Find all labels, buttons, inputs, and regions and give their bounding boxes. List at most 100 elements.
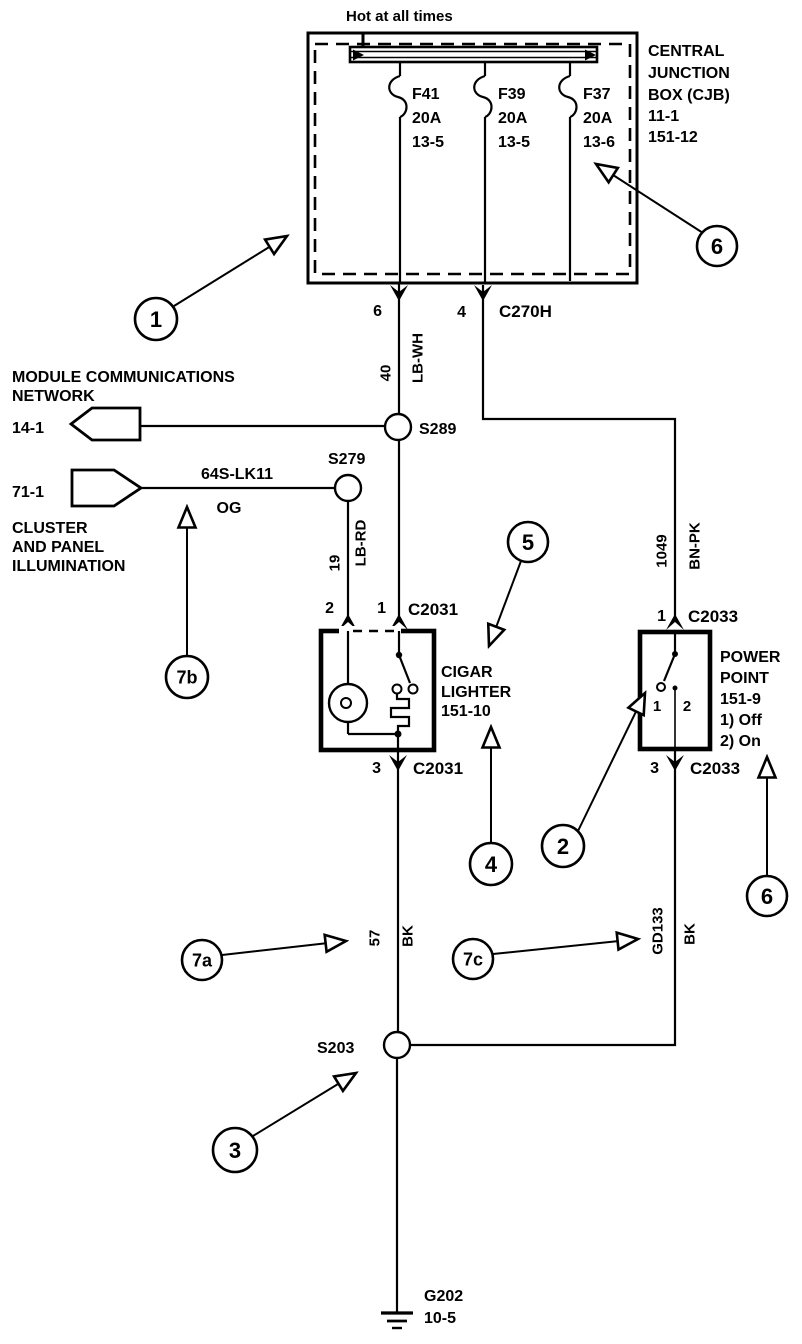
circuit-number: 64S-LK11 [201,466,273,483]
pin-arrow-up-icon [666,614,684,630]
connector-label: C2033 [690,759,740,778]
bus-bar-body [348,45,599,64]
ground-ref: 10-5 [424,1310,456,1327]
cjb-label-line: 11-1 [648,108,679,125]
ground-id: G202 [424,1288,463,1305]
wire-color: LB-RD [352,520,369,567]
callout-circle [506,520,550,564]
connector-label: C2031 [408,600,458,619]
ref-label-line: AND PANEL [12,539,104,556]
fuse-id: F39 [498,86,526,103]
splice-circle [382,1030,412,1060]
cjb-label-line: 151-12 [648,129,698,146]
component-label-line: 1) Off [720,712,762,729]
switch-contact-off [656,682,666,692]
wire-color: BK [681,923,698,945]
callout-number: 2 [557,834,569,859]
switch-arm-icon [397,654,412,684]
ref-label-line: NETWORK [12,388,95,405]
callout-number: 7b [176,667,197,687]
pin-number: 4 [457,304,466,321]
wire-40-lb-wh: 40 LB-WH [377,283,426,616]
connector-label: C270H [499,302,552,321]
pin-number: 1 [657,608,666,625]
component-label-line: 151-9 [720,691,761,708]
ref-page: 14-1 [12,420,44,437]
callout-number: 7c [463,949,483,969]
callout-circle [180,938,224,982]
splice-label: S279 [328,451,365,468]
fuse-id: F41 [412,86,440,103]
fuse-ref: 13-5 [498,134,530,151]
splice-circle [383,412,413,442]
ref-page: 71-1 [12,484,44,501]
callout-number: 4 [485,852,498,877]
wire-color: OG [217,500,242,517]
callout-circle [451,937,495,981]
wire-gd133-bk: GD133 BK [410,750,698,1047]
callout-6-top: 6 [596,164,739,268]
cluster-illumination-ref: 71-1 CLUSTER AND PANEL ILLUMINATION 64S-… [12,466,335,575]
callout-7b: 7b [164,507,210,700]
fuse-symbol [558,74,578,119]
fuse-id: F37 [583,86,611,103]
callout-3: 3 [211,1073,356,1174]
splice-label: S289 [419,421,456,438]
callout-4: 4 [468,727,514,887]
connector-label: C2031 [413,759,463,778]
callout-circle [540,823,586,869]
callout-arrow [489,560,522,646]
wire-57-bk: 57 BK [366,750,416,1032]
cjb-dashed-box [313,42,632,276]
callout-circle [468,841,514,887]
cjb-label-line: CENTRAL [648,43,725,60]
callout-2: 2 [540,693,645,869]
pin-number: 1 [377,600,386,617]
ground-g202: G202 10-5 [381,1058,463,1330]
switch-arm-icon [662,653,677,682]
callout-7a: 7a [180,938,346,982]
callout-number: 5 [522,530,534,555]
central-junction-box: Hot at all times F41 20A 13-5 F39 20 [306,8,730,285]
callout-7c: 7c [451,937,638,981]
callout-number: 3 [229,1138,241,1163]
wire-color: BN-PK [686,522,703,570]
switch-position-label: 2 [683,698,691,715]
bus-bar-left-arrow-icon [353,49,364,61]
callout-circle [695,224,739,268]
callout-6-bottom: 6 [745,757,789,918]
wire-color: LB-WH [409,333,426,383]
offpage-arrow-left-icon [68,406,142,442]
fuse-f39: F39 20A 13-5 [473,62,530,283]
callout-arrow [173,236,287,307]
pin-number: 3 [650,760,659,777]
callout-arrow [221,941,346,956]
pin-number: 2 [325,600,334,617]
callout-number: 7a [192,950,213,970]
callout-arrow [596,164,704,234]
component-label-line: 2) On [720,733,761,750]
fuse-symbol [473,74,493,119]
cigar-lighter: 2 1 C2031 3 C2031 CIGAR LIGHTER 151-10 [318,600,512,778]
circuit-number: 40 [377,365,394,382]
wire-segment [481,285,677,616]
fuse-amps: 20A [498,110,528,127]
callout-circle [745,874,789,918]
pin-number: 6 [373,303,382,320]
callout-circle [211,1126,259,1174]
cjb-label-line: BOX (CJB) [648,87,730,104]
component-label-line: 151-10 [441,703,491,720]
cjb-label: CENTRAL JUNCTION BOX (CJB) 11-1 151-12 [648,43,730,146]
heating-element-icon [389,694,411,731]
hot-at-all-times-label: Hot at all times [346,8,453,25]
wire-color: BK [399,925,416,947]
splice-s289: S289 [383,412,456,442]
callout-arrow [252,1073,356,1137]
splice-circle [333,473,363,503]
lamp-filament-icon [340,697,352,709]
circuit-number: 1049 [653,534,670,567]
ref-label-line: CLUSTER [12,520,88,537]
cjb-label-line: JUNCTION [648,65,730,82]
